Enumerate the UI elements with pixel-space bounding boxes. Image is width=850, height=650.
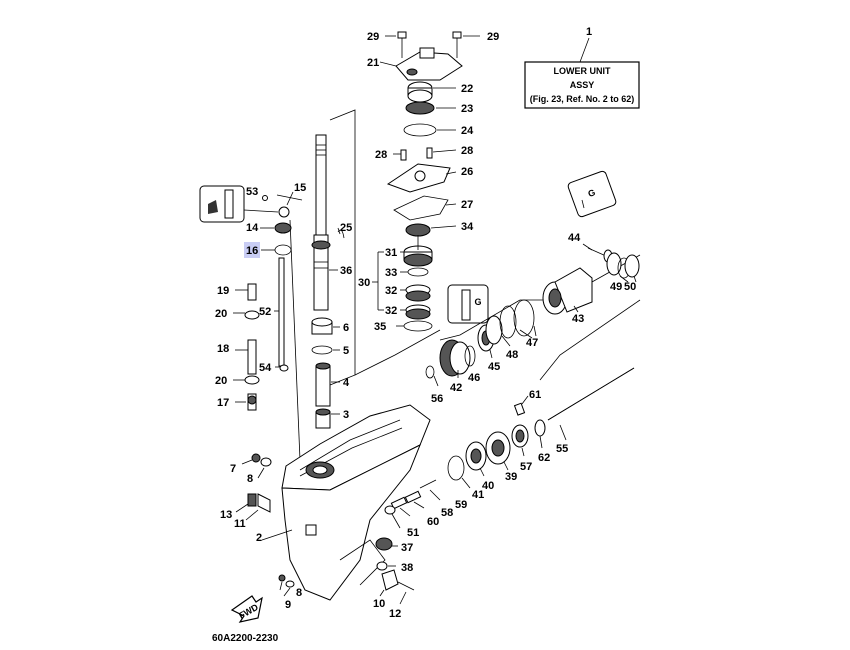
callout-22[interactable]: 22 [461,83,473,95]
callout-6[interactable]: 6 [343,322,349,334]
callout-42[interactable]: 42 [450,382,462,394]
callout-51[interactable]: 51 [407,527,419,539]
svg-text:G: G [474,297,481,307]
callout-34[interactable]: 34 [461,221,474,233]
oil-seal-housing-group: G [372,245,489,332]
callout-53[interactable]: 53 [246,186,258,198]
callout-17[interactable]: 17 [217,397,229,409]
callout-28[interactable]: 28 [461,145,473,157]
callout-8[interactable]: 8 [247,473,253,485]
callout-13[interactable]: 13 [220,509,232,521]
assy-label: 1 LOWER UNIT ASSY (Fig. 23, Ref. No. 2 t… [524,26,640,109]
drawing-code: 60A2200-2230 [212,633,279,644]
svg-text:ASSY: ASSY [570,80,595,90]
callout-44[interactable]: 44 [568,232,581,244]
callout-18[interactable]: 18 [217,343,229,355]
callout-5[interactable]: 5 [343,345,349,357]
lower-casing [261,404,431,601]
svg-text:(Fig. 23, Ref. No. 2 to 62): (Fig. 23, Ref. No. 2 to 62) [530,94,635,104]
callout-14[interactable]: 14 [246,222,259,234]
callout-55[interactable]: 55 [556,443,568,455]
callout-32[interactable]: 32 [385,285,397,297]
callout-37[interactable]: 37 [401,542,413,554]
callout-52[interactable]: 52 [259,306,271,318]
callout-20[interactable]: 20 [215,308,227,320]
callout-4[interactable]: 4 [343,377,350,389]
callout-49[interactable]: 49 [610,281,622,293]
callout-45[interactable]: 45 [488,361,500,373]
casing-fasteners: FWD 60A2200-2230 [212,453,295,644]
callout-20[interactable]: 20 [215,375,227,387]
callout-57[interactable]: 57 [520,461,532,473]
callout-27[interactable]: 27 [461,199,473,211]
callout-28[interactable]: 28 [375,149,387,161]
callout-58[interactable]: 58 [441,507,453,519]
callout-11[interactable]: 11 [234,518,246,530]
callout-24[interactable]: 24 [461,125,474,137]
callout-19[interactable]: 19 [217,285,229,297]
callout-31[interactable]: 31 [385,247,397,259]
callouts: 29 29 21 22 23 24 28 28 26 27 34 31 33 3… [215,31,636,620]
svg-text:LOWER UNIT: LOWER UNIT [554,66,611,76]
callout-2[interactable]: 2 [256,532,262,544]
callout-1[interactable]: 1 [586,26,592,38]
callout-47[interactable]: 47 [526,337,538,349]
callout-40[interactable]: 40 [482,480,494,492]
callout-33[interactable]: 33 [385,267,397,279]
callout-7[interactable]: 7 [230,463,236,475]
callout-12[interactable]: 12 [389,608,401,620]
highlight-16 [244,242,260,258]
callout-3[interactable]: 3 [343,409,349,421]
callout-54[interactable]: 54 [259,362,272,374]
callout-38[interactable]: 38 [401,562,413,574]
callout-25[interactable]: 25 [340,222,352,234]
guide-lines [276,109,641,461]
callout-60[interactable]: 60 [427,516,439,528]
callout-36[interactable]: 36 [340,265,352,277]
callout-46[interactable]: 46 [468,372,480,384]
callout-8[interactable]: 8 [296,587,302,599]
callout-35[interactable]: 35 [374,321,386,333]
svg-text:G: G [587,187,597,199]
callout-59[interactable]: 59 [455,499,467,511]
callout-29[interactable]: 29 [487,31,499,43]
callout-61[interactable]: 61 [529,389,541,401]
callout-23[interactable]: 23 [461,103,473,115]
callout-10[interactable]: 10 [373,598,385,610]
callout-39[interactable]: 39 [505,471,517,483]
callout-21[interactable]: 21 [367,57,379,69]
drive-shaft-group [199,134,345,429]
callout-48[interactable]: 48 [506,349,518,361]
callout-62[interactable]: 62 [538,452,550,464]
callout-50[interactable]: 50 [624,281,636,293]
callout-32[interactable]: 32 [385,305,397,317]
callout-26[interactable]: 26 [461,166,473,178]
callout-9[interactable]: 9 [285,599,291,611]
callout-15[interactable]: 15 [294,182,306,194]
gear-shaft-group: G [375,170,640,605]
callout-41[interactable]: 41 [472,489,484,501]
callout-29[interactable]: 29 [367,31,379,43]
callout-56[interactable]: 56 [431,393,443,405]
callout-43[interactable]: 43 [572,313,584,325]
callout-16[interactable]: 16 [246,245,258,257]
water-pump-group [379,31,480,237]
callout-30[interactable]: 30 [358,277,370,289]
